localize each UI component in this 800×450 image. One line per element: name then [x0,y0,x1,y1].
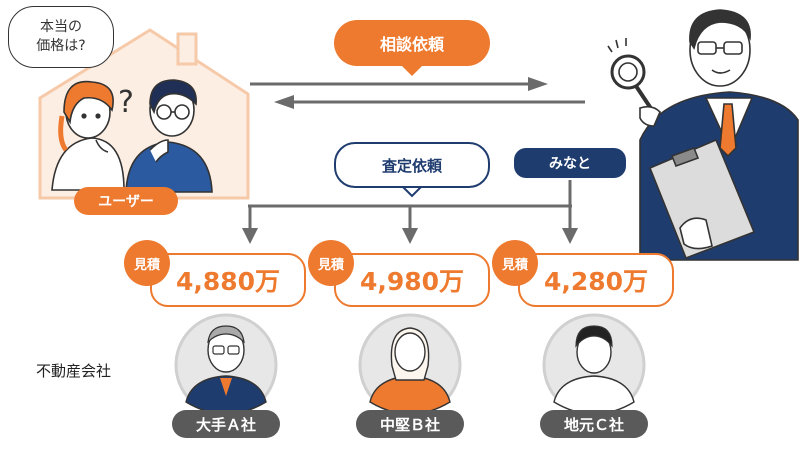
assessment-request-bubble: 査定依頼 [334,142,490,188]
company-c-person-illustration [542,313,646,417]
speech-bubble-line2: 価格は? [36,38,86,54]
estimate-amount-c: 4,280万 [543,267,649,296]
agent-illustration [607,9,799,261]
estimate-badge-b: 見積 [308,240,354,286]
estimate-box-b: 4,980万 [334,253,490,307]
company-b-label: 中堅Ｂ社 [356,410,464,438]
arrow-head-c [562,228,578,244]
company-a-person-illustration [174,313,278,417]
arrow-head-b [402,228,418,244]
user-label: ユーザー [74,187,178,215]
agent-label: みなと [514,148,626,178]
estimate-amount-b: 4,980万 [359,267,465,296]
estimate-box-c: 4,280万 [518,253,674,307]
speech-bubble: 本当の 価格は? [8,6,114,68]
company-a-label: 大手Ａ社 [172,410,280,438]
estimate-badge-a: 見積 [124,240,170,286]
speech-bubble-line1: 本当の [40,19,82,35]
estimate-amount-a: 4,880万 [175,267,281,296]
svg-text:?: ? [118,85,134,120]
company-b-person-illustration [358,313,462,417]
consult-bubble-tail [402,66,422,76]
realestate-companies-label: 不動産会社 [36,362,112,380]
estimate-box-a: 4,880万 [150,253,306,307]
distribution-arrows [248,180,572,232]
consult-request-bubble: 相談依頼 [334,20,490,66]
user-couple-illustration: ? [51,79,213,193]
estimate-badge-c: 見積 [492,240,538,286]
company-c-label: 地元Ｃ社 [540,410,648,438]
consult-arrow-right [250,77,548,91]
response-arrow-left [274,95,585,109]
arrow-head-a [242,228,258,244]
